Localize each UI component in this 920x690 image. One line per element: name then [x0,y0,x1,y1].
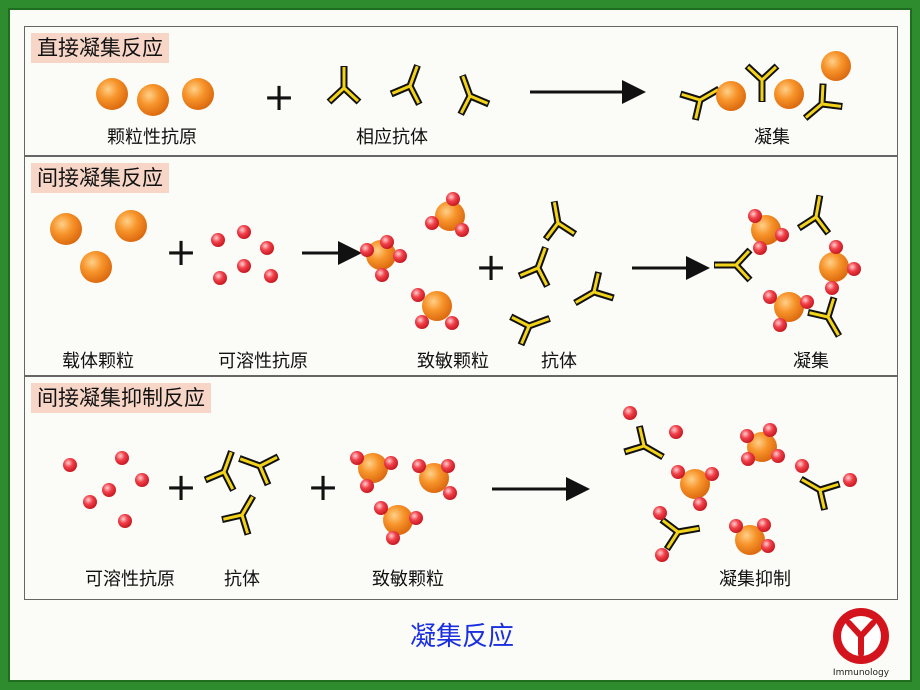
antigen-dot-icon [237,225,251,239]
diagram-artwork [50,51,861,562]
plus-sign: + [165,230,197,274]
label-antibody: 抗体 [224,569,260,590]
antibody-icon [624,426,670,470]
panel-title: 间接凝集反应 [31,163,169,193]
antigen-dot-icon [83,495,97,509]
particle-icon [716,81,746,111]
label-soluble-antigen: 可溶性抗原 [218,351,308,372]
antibody-icon [714,250,750,280]
panel-agglutination-inhibition: 间接凝集抑制反应 可溶性抗原 + 抗体 + 致敏颗粒 凝集抑制 [24,376,898,600]
antibody-icon [747,66,777,102]
antibody-icon [662,513,703,549]
plus-sign: + [165,465,197,509]
antibody-icon [222,488,266,534]
agglutination-complex [714,193,861,344]
antibodies [511,199,614,345]
antibody-icon [519,242,560,286]
label-agglutination: 凝集 [793,351,829,372]
antibodies [329,60,489,114]
antigen-dot-icon [102,483,116,497]
sensitized-particles [350,451,457,545]
antigen-dot-icon [260,241,274,255]
panel-direct-agglutination: 直接凝集反应 颗粒性抗原 + 相应抗体 凝集 [24,26,898,156]
particle-icon [96,78,128,110]
antibody-icon [799,193,835,234]
panel-title: 直接凝集反应 [31,33,169,63]
logo-text: Immunology [832,668,890,678]
plus-sign: + [263,75,295,119]
plus-sign: + [307,465,339,509]
inhibited-mixture [623,406,857,562]
antibody-icon [808,297,852,343]
particle-icon [182,78,214,110]
slide: 直接凝集反应 颗粒性抗原 + 相应抗体 凝集 间接凝集反应 载体颗粒 + 可溶性… [8,8,912,682]
antibody-icon [511,304,555,345]
particle-icon [80,251,112,283]
antigen-dot-icon [63,458,77,472]
label-agglutination-inhibition: 凝集抑制 [719,569,791,590]
antigen-dot-icon [264,269,278,283]
antibody-icon [205,446,246,490]
antigen-dot-icon [213,271,227,285]
immunology-logo-icon: Immunology [828,606,894,680]
particle-icon [115,210,147,242]
antigen-dot-icon [115,451,129,465]
antibody-icon [448,70,489,114]
antibody-icon [567,272,613,316]
sensitized-particles [360,192,469,330]
antibody-icon [329,66,359,102]
antigen-dot-icon [118,514,132,528]
antibodies [205,444,278,534]
plus-sign: + [475,245,507,289]
label-carrier-particles: 载体颗粒 [62,351,134,372]
label-antibody: 相应抗体 [356,127,428,148]
label-sensitized-particles: 致敏颗粒 [372,569,444,590]
panel-title: 间接凝集抑制反应 [31,383,211,413]
soluble-antigens [63,451,149,528]
slide-title: 凝集反应 [409,622,515,652]
label-soluble-antigen: 可溶性抗原 [85,569,175,590]
particle-icon [774,79,804,109]
antibody-icon [539,199,575,240]
label-antibody: 抗体 [541,351,577,372]
antibody-icon [234,444,278,485]
panel-indirect-agglutination: 间接凝集反应 载体颗粒 + 可溶性抗原 + 致敏颗粒 抗体 凝集 [24,156,898,376]
particulate-antigens [96,78,214,116]
particle-icon [50,213,82,245]
particle-icon [137,84,169,116]
agglutination-complex [680,51,851,130]
carrier-particles [50,210,147,283]
antigen-dot-icon [237,259,251,273]
antigen-dot-icon [135,473,149,487]
soluble-antigens [211,225,278,285]
label-agglutination: 凝集 [754,127,790,148]
label-sensitized-particles: 致敏颗粒 [417,351,489,372]
particle-icon [821,51,851,81]
antibody-icon [391,60,432,104]
antigen-dot-icon [211,233,225,247]
label-particulate-antigen: 颗粒性抗原 [107,127,197,148]
